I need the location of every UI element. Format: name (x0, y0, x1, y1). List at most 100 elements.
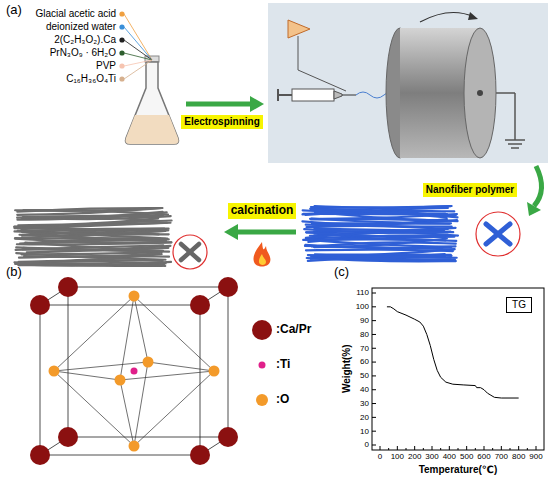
o-atom (49, 366, 60, 377)
legend-swatch (259, 362, 266, 369)
fiber (305, 240, 452, 247)
arrow-head (527, 202, 541, 216)
fiber (15, 263, 165, 266)
process-arrow (186, 102, 251, 107)
leader-line (124, 27, 152, 60)
tick-label: 0 (378, 452, 382, 461)
flame-icon (259, 254, 266, 265)
wire (298, 36, 346, 91)
tick (475, 448, 476, 450)
tick-label: 0 (365, 440, 369, 449)
axis-title: Weight(%) (340, 345, 352, 394)
leader-line (124, 40, 152, 60)
legend-swatch (252, 320, 272, 340)
tick (372, 334, 376, 335)
fiber (306, 232, 454, 237)
arrow-head (250, 96, 264, 112)
node-text: TG (512, 299, 526, 311)
reagent-dot (119, 76, 124, 81)
tick-label: 300 (425, 452, 438, 461)
o-atom (209, 366, 220, 377)
tick-label: 800 (512, 452, 525, 461)
fiber (312, 239, 446, 241)
octahedron (54, 296, 214, 446)
tick-label: 30 (360, 399, 369, 408)
fiber (306, 232, 448, 238)
axis-title: Temperature(℃) (419, 464, 498, 476)
ca-pr-atom (30, 295, 50, 315)
tick-label: 20 (360, 413, 369, 422)
leader-line (124, 53, 152, 60)
tick-label: 10 (360, 427, 369, 436)
node-text: calcination (231, 204, 294, 218)
reagent-label: deionized water (46, 21, 116, 33)
tick-label: 90 (360, 316, 369, 325)
ground-wire (514, 93, 516, 140)
flask (126, 62, 179, 144)
tick-label: 110 (356, 288, 369, 297)
nanofiber-mat (302, 206, 458, 261)
fiber (311, 219, 447, 221)
legend-label: :Ca/Pr (276, 323, 311, 337)
flame-icon (253, 242, 270, 267)
tick-label: 900 (529, 452, 542, 461)
syringe-tip (334, 91, 342, 99)
reagent-dot (119, 24, 124, 29)
process-label: Electrospinning (181, 115, 263, 129)
process-label: Nanofiber polymer (423, 183, 517, 197)
tick (527, 448, 528, 450)
tick (458, 448, 459, 450)
fiber (21, 223, 170, 229)
reagent-label: PVP (96, 60, 116, 72)
tick (372, 320, 376, 321)
fiber-detail (486, 224, 510, 244)
reagent-markers (119, 11, 152, 81)
fiber (25, 243, 163, 251)
ti-atom (131, 368, 138, 375)
fiber (315, 206, 451, 208)
leader-line (124, 60, 152, 79)
ca-pr-atom (218, 427, 238, 447)
high-voltage-source (288, 20, 310, 38)
tick-label: 600 (477, 452, 490, 461)
tick-label: 60 (360, 357, 369, 366)
fiber (23, 210, 168, 215)
tick (466, 446, 467, 450)
tick-label: 40 (360, 385, 369, 394)
ground-symbol (505, 139, 525, 141)
tick (372, 293, 376, 294)
tick (372, 417, 376, 418)
reagent-label: 2(C₂H₃O₂).Ca (54, 34, 116, 46)
ca-pr-atom (58, 427, 78, 447)
o-atom (143, 357, 154, 368)
tick-label: 80 (360, 330, 369, 339)
tick-label: 100 (356, 302, 369, 311)
ca-pr-atom (190, 445, 210, 465)
reagent-label: Glacial acetic acid (35, 8, 116, 20)
tick (449, 446, 450, 450)
tick (372, 375, 376, 376)
tick-label: 100 (391, 452, 404, 461)
tick (372, 306, 376, 307)
chart-frame (372, 288, 544, 450)
fiber (312, 209, 446, 217)
process-arrow (534, 166, 542, 206)
zoom-circle (476, 212, 520, 256)
tick (536, 446, 537, 450)
panel-letter: (a) (6, 3, 22, 18)
apparatus-panel (268, 3, 548, 163)
arrow-head (224, 224, 238, 240)
reagent-dot (119, 50, 124, 55)
syringe-plunger (278, 94, 292, 96)
o-atom (129, 441, 140, 452)
reagent-dot (119, 63, 124, 68)
ca-pr-atom (190, 295, 210, 315)
panel-letter: (c) (334, 265, 349, 280)
tick (372, 362, 376, 363)
drum-axle (477, 90, 483, 96)
drum-axle (496, 92, 515, 94)
legend-label: :Ti (276, 358, 290, 372)
leader-line (124, 14, 152, 60)
tick (372, 431, 376, 432)
